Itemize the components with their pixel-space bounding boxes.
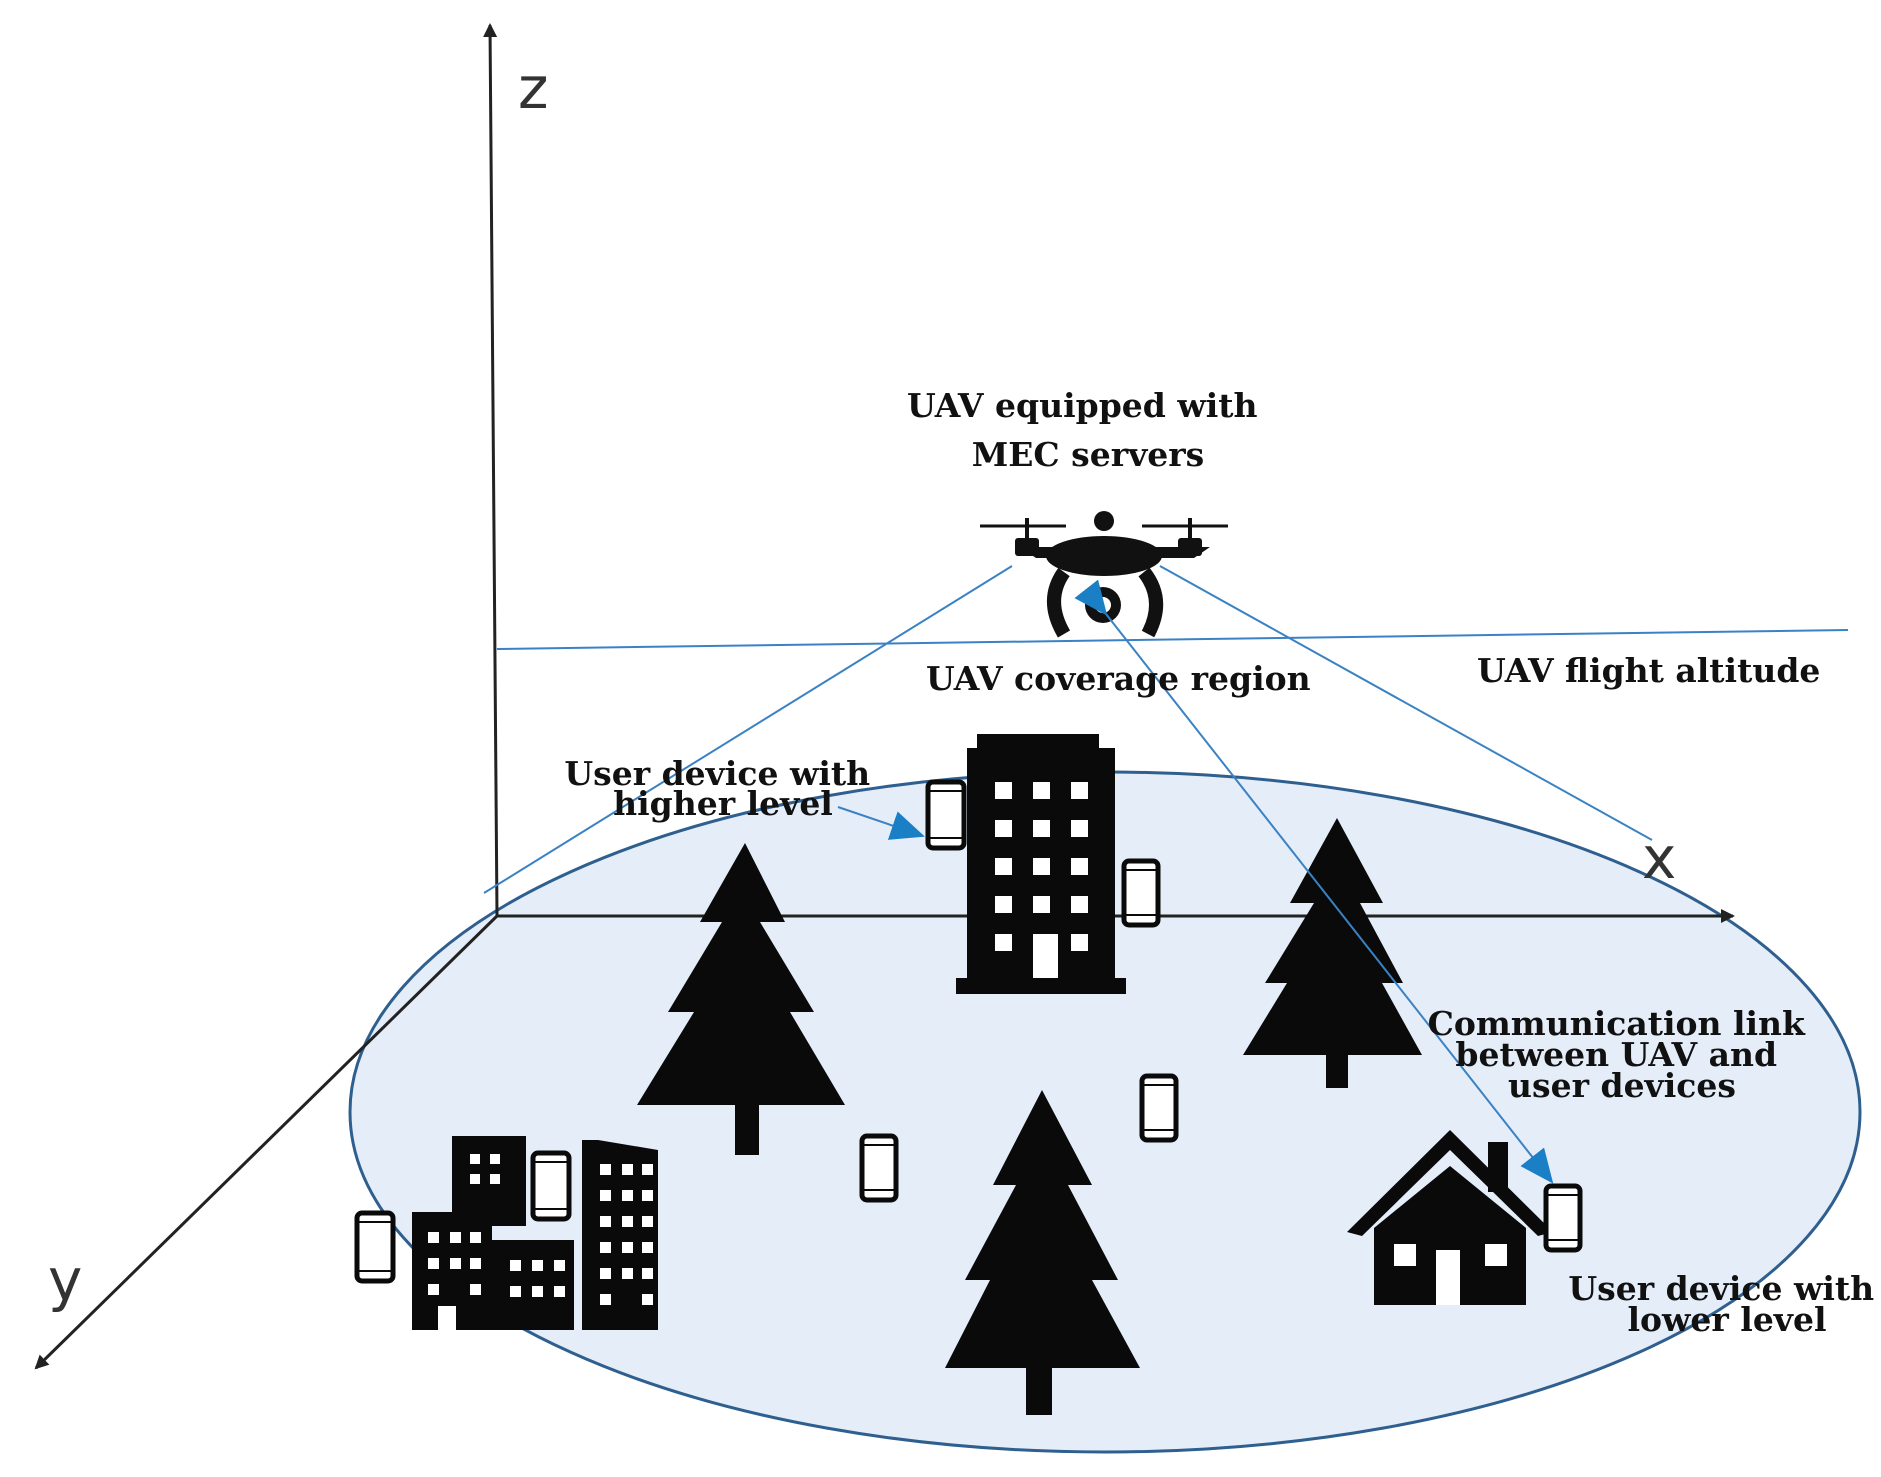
higher-level-line2: higher level <box>613 784 833 823</box>
communication-link-label: Communication link between UAV and user … <box>1428 1004 1817 1105</box>
y-axis <box>34 914 499 1370</box>
comm-line3: user devices <box>1508 1066 1736 1105</box>
higher-level-pointer <box>837 806 925 840</box>
z-axis-label: z <box>518 54 548 122</box>
phone-icon <box>1543 1183 1583 1253</box>
flight-altitude-label: UAV flight altitude <box>1477 651 1820 690</box>
higher-level-label: User device with higher level <box>564 754 881 823</box>
flight-altitude-line <box>496 629 1849 650</box>
building-windows <box>428 1154 653 1330</box>
phone-icon <box>859 1133 899 1203</box>
building-icon <box>412 1136 658 1330</box>
communication-link <box>1074 579 1554 1184</box>
coverage-region-label: UAV coverage region <box>926 659 1311 698</box>
building-icon <box>956 734 1126 994</box>
uav-label: UAV equipped with MEC servers <box>907 386 1269 474</box>
y-axis-label: y <box>48 1246 82 1314</box>
tree-icon <box>637 843 845 1155</box>
uav-label-line1: UAV equipped with <box>907 386 1258 425</box>
phone-icon <box>354 1210 396 1284</box>
comm-line1: Communication link <box>1428 1004 1806 1043</box>
comm-line2: between UAV and <box>1455 1035 1777 1074</box>
phone-icon <box>925 779 967 851</box>
phone-icon <box>1139 1073 1179 1143</box>
tree-icon <box>945 1090 1140 1415</box>
phone-icon <box>1121 858 1161 928</box>
lower-level-line2: lower level <box>1627 1300 1826 1339</box>
uav-icon <box>980 511 1228 638</box>
z-axis <box>483 23 499 917</box>
lower-level-label: User device with lower level <box>1568 1269 1881 1339</box>
phone-icon <box>530 1150 572 1222</box>
higher-level-line1: User device with <box>564 754 870 793</box>
house-icon <box>1347 1130 1553 1305</box>
uav-label-line2: MEC servers <box>972 435 1205 474</box>
cone-left-line <box>483 565 1013 894</box>
x-axis-label: x <box>1642 824 1676 892</box>
lower-level-line1: User device with <box>1568 1269 1874 1308</box>
